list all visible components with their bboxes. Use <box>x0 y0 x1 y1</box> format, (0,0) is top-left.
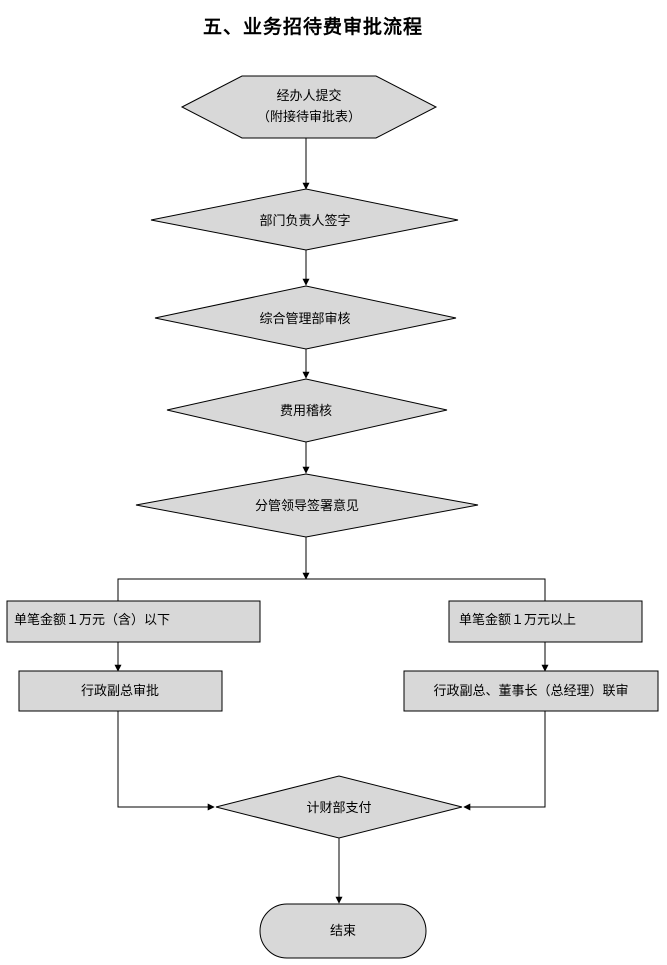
node-audit: 费用稽核 <box>166 378 448 443</box>
arrow-approve-low-to-pay <box>117 711 215 811</box>
diamond-shape <box>215 775 463 839</box>
node-submit-line2: （附接待审批表） <box>257 109 361 125</box>
rect-shape <box>6 600 261 643</box>
node-admin-review: 综合管理部审核 <box>154 285 457 350</box>
rect-shape <box>448 600 643 643</box>
node-branch-low-label: 单笔金额１万元（含）以下 <box>14 612 170 628</box>
node-end: 结束 <box>259 903 427 959</box>
split-line-left <box>117 578 306 601</box>
node-branch-low: 单笔金额１万元（含）以下 <box>6 600 261 643</box>
diamond-shape <box>154 285 457 350</box>
arrow-approve-high-to-pay <box>463 711 546 811</box>
node-dept-sign-label: 部门负责人签字 <box>259 213 350 229</box>
node-approve-high: 行政副总、董事长（总经理）联审 <box>403 670 659 712</box>
node-finance-pay: 计财部支付 <box>215 775 463 839</box>
diamond-shape <box>150 188 459 251</box>
node-approve-low: 行政副总审批 <box>18 670 223 712</box>
node-submit-line1: 经办人提交 <box>276 88 341 104</box>
node-approve-high-label: 行政副总、董事长（总经理）联审 <box>433 684 628 699</box>
split-line-right <box>306 578 546 601</box>
hexagon-shape <box>180 75 438 139</box>
node-branch-high: 单笔金额１万元以上 <box>448 600 643 643</box>
node-finance-pay-label: 计财部支付 <box>306 801 371 816</box>
node-end-label: 结束 <box>330 924 356 939</box>
rect-shape <box>403 670 659 712</box>
node-audit-label: 费用稽核 <box>280 404 332 419</box>
diamond-shape <box>166 378 448 443</box>
rect-shape <box>18 670 223 712</box>
node-dept-sign: 部门负责人签字 <box>150 188 459 251</box>
diamond-shape <box>135 473 479 538</box>
connectors <box>114 138 549 904</box>
rounded-rect-shape <box>259 903 427 959</box>
node-admin-review-label: 综合管理部审核 <box>259 312 350 327</box>
page-title: 五、业务招待费审批流程 <box>202 16 423 38</box>
node-branch-high-label: 单笔金额１万元以上 <box>459 612 576 628</box>
node-submit: 经办人提交 （附接待审批表） <box>180 75 438 139</box>
node-vp-sign: 分管领导签署意见 <box>135 473 479 538</box>
node-vp-sign-label: 分管领导签署意见 <box>255 498 359 514</box>
node-approve-low-label: 行政副总审批 <box>81 684 159 699</box>
